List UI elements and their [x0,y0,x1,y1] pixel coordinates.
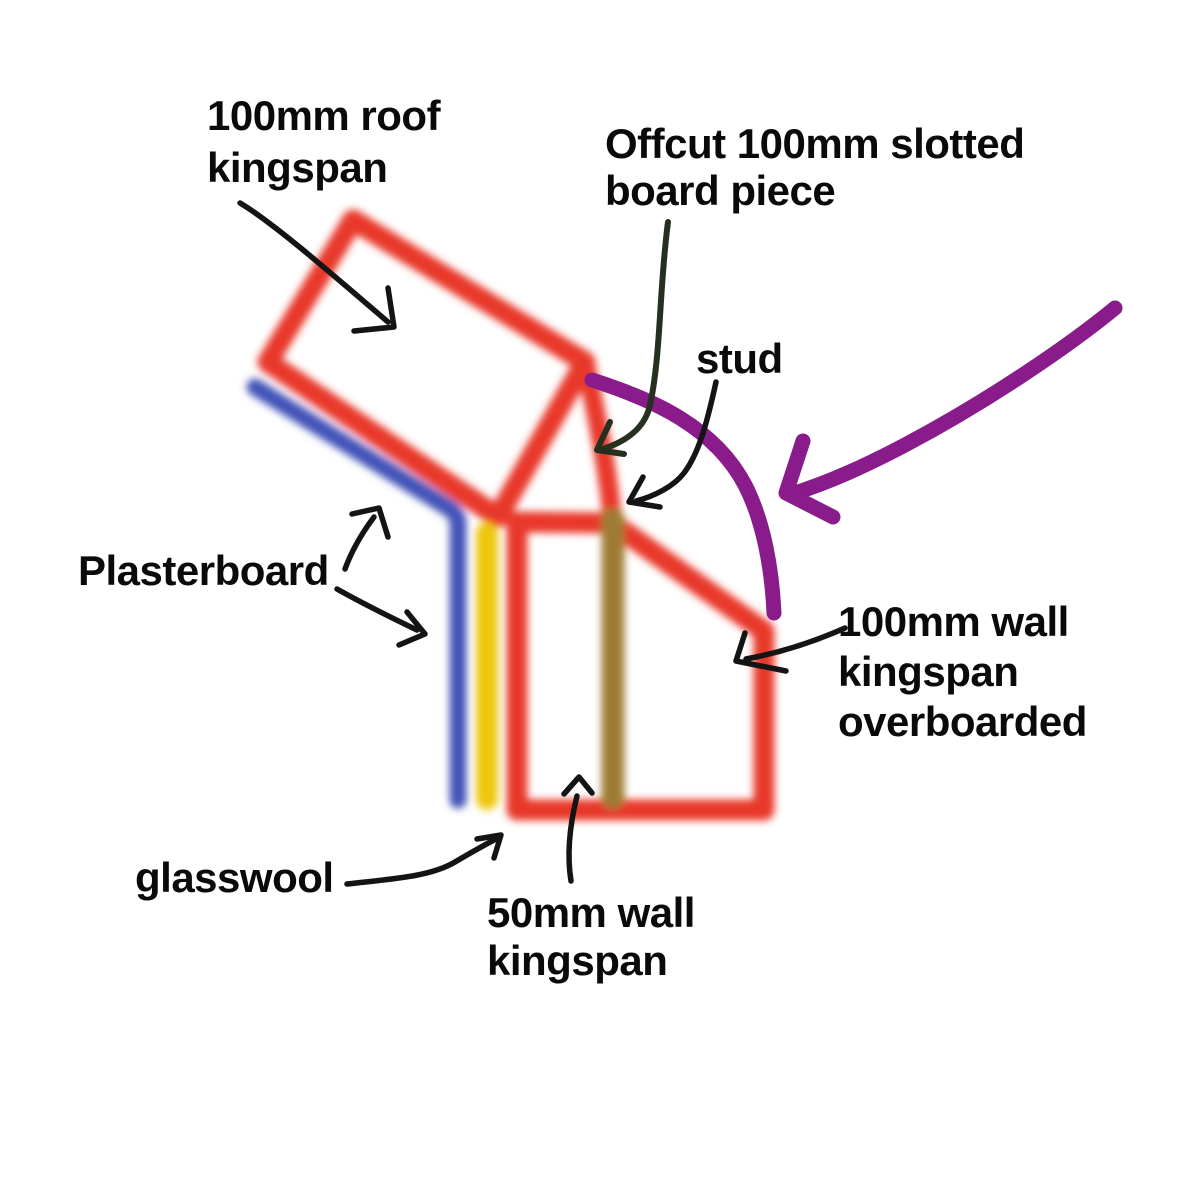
label-line: kingspan [207,144,388,191]
purple-annotations [584,300,1123,621]
label-line: Plasterboard [78,547,329,594]
label-line: Offcut 100mm slotted [605,120,1025,167]
label-glasswool: glasswool [135,853,334,903]
wall-50mm-arrow [566,793,580,884]
label-line: kingspan [487,937,668,984]
purple-arc [584,372,782,621]
label-offcut-board: Offcut 100mm slotted board piece [605,120,1025,214]
plasterboard-lower-arrow [334,586,420,633]
label-plasterboard: Plasterboard [78,546,329,596]
offcut-arrow [600,219,671,452]
purple-arrowhead-icon [778,433,841,525]
plasterboard-line [246,378,467,809]
wall-50mm-arrowhead-icon [561,774,595,797]
purple-arrow-shaft [784,300,1123,502]
label-line: board piece [605,167,836,214]
wall-panel-outline [506,511,775,821]
label-wall-kingspan-50: 50mm wall kingspan [487,889,695,985]
label-line: overboarded [838,698,1087,745]
roof-kingspan-panel [257,209,596,528]
black-arrows [237,200,848,887]
label-line: 100mm wall [838,598,1069,645]
label-line: stud [696,335,783,382]
marker-strokes [246,209,775,821]
roof-kingspan-arrowhead-icon [351,285,397,334]
roof-kingspan-arrow [237,200,391,325]
plasterboard-lower-arrowhead-icon [396,609,428,648]
label-line: glasswool [135,854,334,901]
label-line: 100mm roof [207,92,441,139]
stud-arrowhead-icon [626,474,663,510]
overboarded-arrowhead-icon [733,630,789,674]
stud-arrow [633,379,719,504]
glasswool-arrow [344,835,501,887]
glasswool-arrowhead-icon [474,832,504,861]
label-line: 50mm wall [487,889,695,936]
overboarded-arrow [743,625,848,662]
plasterboard-upper-arrow [342,514,377,572]
label-line: kingspan [838,648,1019,695]
label-roof-kingspan: 100mm roof kingspan [207,90,441,194]
plasterboard-upper-arrowhead-icon [349,505,391,540]
label-wall-kingspan-overboarded: 100mm wall kingspan overboarded [838,597,1087,747]
offcut-arrowhead-icon [594,419,627,457]
label-stud: stud [696,334,783,384]
